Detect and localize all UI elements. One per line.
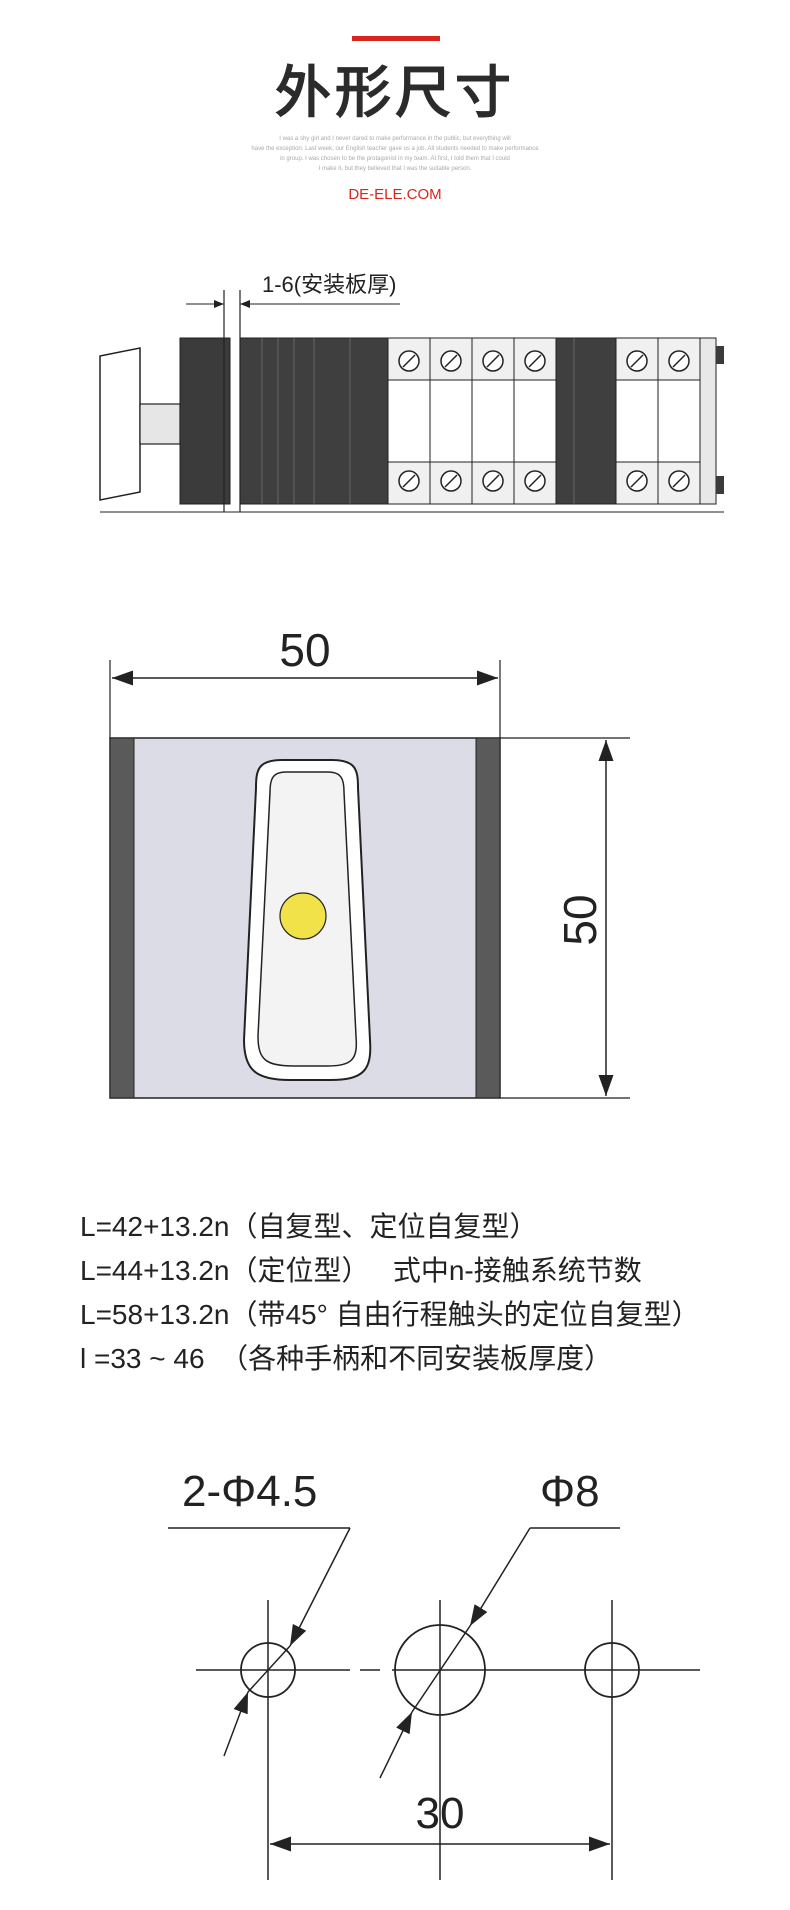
filler-line: I was a shy girl and I never dared to ma… bbox=[279, 136, 511, 142]
center-hole bbox=[394, 1624, 486, 1716]
indicator-dot bbox=[279, 892, 327, 940]
right-rail bbox=[475, 737, 501, 1099]
height-label: 50 bbox=[554, 894, 606, 945]
front-view-diagram: 50 50 bbox=[109, 624, 630, 1099]
end-cap bbox=[699, 337, 717, 505]
formula-line: L=58+13.2n（带45° 自由行程触头的定位自复型） bbox=[80, 1299, 700, 1330]
center-hole-label: Φ8 bbox=[540, 1467, 600, 1516]
screw-row-top bbox=[398, 350, 690, 372]
filler-line: I make it, but they believed that I was … bbox=[318, 166, 472, 172]
width-label: 50 bbox=[279, 624, 330, 676]
panel-thickness-label: 1-6(安装板厚) bbox=[262, 272, 396, 297]
accent-bar bbox=[352, 36, 440, 41]
spacing-label: 30 bbox=[416, 1789, 465, 1838]
screw-row-bottom bbox=[398, 470, 690, 492]
small-hole-left bbox=[240, 1642, 296, 1698]
side-view-diagram: 1-6(安装板厚) bbox=[99, 272, 724, 513]
left-rail bbox=[109, 737, 135, 1099]
filler-line: in group. I was chosen to be the protago… bbox=[280, 156, 510, 162]
housing-dark-block bbox=[239, 337, 391, 505]
mounting-holes-diagram: 2-Φ4.5 Φ8 30 bbox=[168, 1467, 700, 1880]
formula-line: L=42+13.2n（自复型、定位自复型） bbox=[80, 1211, 538, 1242]
formula-line: l =33 ~ 46 （各种手柄和不同安装板厚度） bbox=[80, 1343, 613, 1374]
shaft-shape bbox=[139, 403, 181, 445]
subtitle-filler: I was a shy girl and I never dared to ma… bbox=[215, 134, 575, 174]
housing-front bbox=[179, 337, 231, 505]
filler-line: have the exception. Last week, our Engli… bbox=[251, 146, 539, 152]
small-hole-right bbox=[584, 1642, 640, 1698]
site-label: DE-ELE.COM bbox=[348, 186, 442, 203]
knob-shape bbox=[99, 347, 141, 501]
page-title: 外形尺寸 bbox=[275, 61, 515, 124]
formula-line: L=44+13.2n（定位型） 式中n-接触系统节数 bbox=[80, 1255, 642, 1286]
small-hole-label: 2-Φ4.5 bbox=[182, 1467, 317, 1516]
separator-block bbox=[555, 337, 617, 505]
formula-list: L=42+13.2n（自复型、定位自复型） L=44+13.2n（定位型） 式中… bbox=[80, 1205, 700, 1381]
